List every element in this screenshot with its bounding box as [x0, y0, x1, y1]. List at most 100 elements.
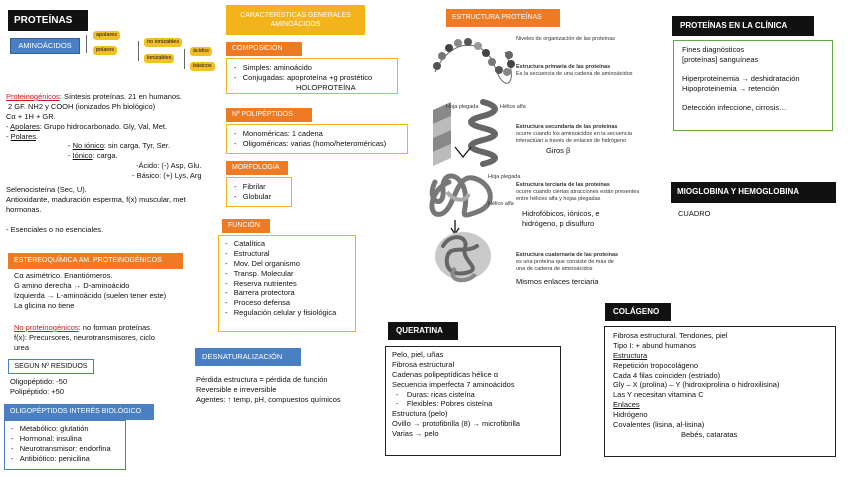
polipeptidos-item: - Monoméricas: 1 cadena	[234, 129, 323, 138]
polares-text: .	[36, 131, 39, 141]
polipeptidos-item: - Oligoméricas: varias (homo/heteroméric…	[234, 138, 387, 148]
seleno-line: Selenocisteína (Sec, U).	[6, 185, 87, 195]
polares-label: Polares	[10, 131, 37, 141]
desnat-line-1: Pérdida estructura = pérdida de función	[196, 375, 328, 384]
apolares-text: : Grupo hidrocarbonado. Gly, Val, Met.	[39, 121, 168, 131]
queratina-line: Estructura (pelo)	[392, 409, 448, 419]
calpha-line: Cα + 1H + GR.	[6, 111, 56, 121]
queratina-item: - Duras: ricas cisteína	[396, 389, 475, 399]
residuos-block: Oligopéptido: -50 Polipéptido: +50	[10, 377, 67, 397]
polipeptidos-header-text: Nº POLIPÉPTIDOS	[232, 111, 293, 119]
colageno-line: Fibrosa estructural. Tendones, piel	[613, 331, 728, 340]
composicion-header: COMPOSICIÓN	[226, 42, 302, 56]
giros-beta: Giros β	[546, 146, 571, 155]
terciaria-note-2: hidrógeno, p disulfuro	[522, 218, 595, 228]
terciaria-note-1: Hidrofóbicos, iónicos, e	[522, 209, 600, 218]
proteinogenicos-block: Proteinogénicos: Síntesis proteínas. 21 …	[6, 92, 216, 235]
gf-line: 2 GF. NH2 y COOH (ionizados Ph biológico…	[8, 101, 156, 111]
polipeptido-line: Polipéptido: +50	[10, 386, 65, 396]
oligo-item: - Hormonal: insulina	[11, 433, 82, 443]
bracket-main	[86, 35, 87, 53]
queratina-line: Varias → pelo	[392, 429, 439, 439]
pill-apolares: apolares	[93, 31, 121, 41]
mioglobina-header: MIOGLOBINA Y HEMOGLOBINA	[671, 182, 836, 203]
estereo-header-text: ESTEREOQUÍMICA AM. PROTEINOGÉNICOS	[14, 257, 162, 265]
polipeptidos-header: Nº POLIPÉPTIDOS	[226, 108, 312, 122]
composicion-item: - Simples: aminoácido	[234, 63, 312, 72]
secondary-structure	[433, 99, 498, 167]
queratina-line: Ovillo → protofibrilla (8) → microfibril…	[392, 419, 520, 429]
proteinogenicos-text: : Síntesis proteínas. 21 en humanos.	[59, 92, 182, 101]
colageno-line: Gly – X (prolina) – Y (hidroxiprolina o …	[613, 380, 780, 390]
estereo-block: Cα asimétrico. Enantiómeros. G amino der…	[14, 271, 214, 311]
protein-levels-figure	[429, 38, 515, 283]
cuadro-label: CUADRO	[678, 209, 711, 218]
oligo-item: - Metabólico: glutatión	[11, 424, 89, 433]
basico-line: - Básico: (+) Lys, Arg	[132, 171, 202, 181]
terciaria-note: Hidrofóbicos, iónicos, e hidrógeno, p di…	[522, 209, 600, 229]
tertiary-structure	[429, 173, 493, 218]
oligo-header: OLIGOPÉPTIDOS INTERÉS BIOLÓGICO	[4, 404, 154, 420]
caracteristicas-header: CARACTERÍSTICAS GENERALES AMINOÁCIDOS	[226, 5, 365, 35]
colageno-box: Fibrosa estructural. Tendones, piel Tipo…	[604, 326, 836, 457]
funcion-header-text: FUNCIÓN	[228, 222, 260, 230]
ionico-text: : carga.	[92, 151, 118, 161]
colageno-header: COLÁGENO	[605, 303, 671, 321]
mismos-enlaces: Mismos enlaces terciaria	[516, 277, 599, 286]
pill-ionizables: ionizables	[144, 54, 175, 64]
residuos-header: SEGÚN Nº RESIDUOS	[8, 359, 94, 374]
no-proteino-label: No proteinogénicos	[14, 323, 79, 332]
no-ionico-line: - No iónico: sin carga. Tyr, Ser.	[6, 141, 216, 151]
clinica-header: PROTEÍNAS EN LA CLÍNICA	[672, 16, 814, 36]
composicion-item: - Conjugadas: apoproteína +g prostético	[234, 72, 373, 82]
no-ionico-prefix: -	[68, 141, 73, 151]
oligo-header-text: OLIGOPÉPTIDOS INTERÉS BIOLÓGICO	[10, 408, 142, 416]
funcion-item: - Catalítica	[225, 239, 266, 248]
oligopeptido-line: Oligopéptido: -50	[10, 377, 68, 386]
bracket-ionizables	[184, 49, 185, 69]
no-proteino-block: No proteinogénicos: no forman proteínas.…	[14, 323, 214, 353]
desnat-header: DESNATURALIZACIÓN	[195, 348, 301, 366]
desnat-line-3: Agentes: ↑ temp, pH, compuestos químicos	[196, 394, 341, 404]
morfologia-item: - Globular	[234, 191, 272, 201]
proteinogenicos-label: Proteinogénicos	[6, 92, 60, 101]
residuos-header-text: SEGÚN Nº RESIDUOS	[14, 362, 88, 370]
funcion-item: - Regulación celular y fisiológica	[225, 308, 337, 318]
no-proteino-line3: urea	[14, 342, 30, 352]
morfologia-header-text: MORFOLOGÍA	[232, 164, 280, 172]
queratina-item: - Flexibles: Pobres cisteína	[396, 399, 493, 409]
funcion-item: - Proceso defensa	[225, 298, 291, 308]
estereo-line-4: La glicina no tiene	[14, 300, 75, 310]
queratina-header-text: QUERATINA	[396, 325, 443, 335]
clinica-line: Hiperproteinemia → deshidratación	[682, 73, 800, 83]
clinica-box: Fines diagnósticos [proteínas] sanguínea…	[673, 40, 833, 131]
clinica-line: Fines diagnósticos	[682, 45, 745, 54]
aminoacidos-header: AMINOÁCIDOS	[10, 38, 80, 54]
holoproteina-line: HOLOPROTEÍNA	[296, 82, 356, 92]
no-proteino-text: : no forman proteínas.	[78, 323, 153, 332]
queratina-line: Fibrosa estructural	[392, 359, 455, 369]
composicion-box: - Simples: aminoácido - Conjugadas: apop…	[226, 58, 398, 94]
colageno-header-text: COLÁGENO	[613, 306, 660, 316]
antiox-line: Antioxidante, maduración esperma, f(x) m…	[6, 194, 186, 204]
ionico-prefix: -	[68, 151, 73, 161]
funcion-item: - Transp. Molecular	[225, 268, 294, 278]
funcion-item: - Barrera protectora	[225, 288, 295, 298]
morfologia-header: MORFOLOGÍA	[226, 161, 288, 175]
polares-line: - Polares.	[6, 132, 216, 142]
colageno-cataratas: Bebés, cataratas	[681, 429, 738, 439]
estereo-line-3: Izquierda → L-aminoácido (suelen tener e…	[14, 290, 167, 300]
hormonas-line: hormonas.	[6, 204, 42, 214]
estructura-header-text: ESTRUCTURA PROTEÍNAS	[452, 14, 542, 22]
aminoacidos-header-text: AMINOÁCIDOS	[18, 41, 72, 51]
primary-chain	[433, 38, 515, 84]
colageno-line: Repetición tropocolágeno	[613, 360, 699, 370]
oligo-box: - Metabólico: glutatión - Hormonal: insu…	[4, 420, 126, 470]
morfologia-box: - Fibrilar - Globular	[226, 177, 292, 207]
estructura-header: ESTRUCTURA PROTEÍNAS	[446, 9, 560, 27]
queratina-box: Pelo, piel, uñas Fibrosa estructural Cad…	[385, 346, 561, 456]
pill-basicos: básicos	[190, 62, 215, 72]
desnat-header-text: DESNATURALIZACIÓN	[202, 352, 283, 362]
desnat-line-2: Reversible e irreversible	[196, 384, 277, 394]
funcion-header: FUNCIÓN	[222, 219, 270, 233]
